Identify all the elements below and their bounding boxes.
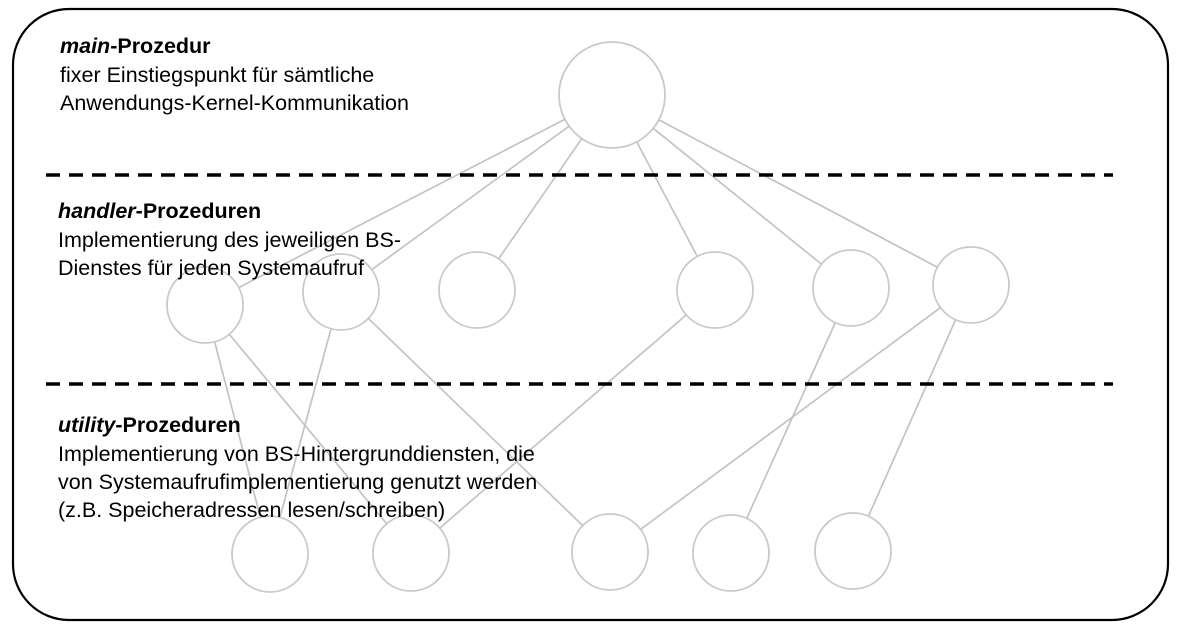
node-h5[interactable] <box>812 249 890 327</box>
section-utility-heading: utility-Prozeduren <box>58 412 537 439</box>
section-utility-keyword: utility <box>58 413 116 437</box>
section-main-line-1: fixer Einstiegspunkt für sämtliche <box>60 63 375 87</box>
section-handler-line-2: Dienstes für jeden Systemaufruf <box>58 256 364 280</box>
node-h6[interactable] <box>932 246 1010 324</box>
edge-h5-u4 <box>745 321 837 520</box>
edge-h2-u1 <box>279 327 332 519</box>
node-group <box>166 41 1010 593</box>
edge-h1-u1 <box>213 340 262 519</box>
edge-group <box>213 118 957 531</box>
section-utility-line-2: von Systemaufrufimplementierung genutzt … <box>58 470 538 494</box>
edge-h4-u2 <box>438 314 688 529</box>
edge-main-h5 <box>652 127 823 265</box>
section-utility-line-3: (z.B. Speicheradressen lesen/schreiben) <box>58 498 446 522</box>
section-main-heading: main-Prozedur <box>60 33 409 60</box>
section-main: main-Prozedur fixer Einstiegspunkt für s… <box>60 33 409 117</box>
node-main[interactable] <box>558 41 666 149</box>
edge-h2-u3 <box>367 317 584 527</box>
section-main-heading-suffix: -Prozedur <box>110 34 211 58</box>
edge-main-h3 <box>497 137 583 260</box>
divider-group <box>46 173 1113 386</box>
section-handler: handler-Prozeduren Implementierung des j… <box>58 198 401 282</box>
edge-h6-u5 <box>867 318 957 518</box>
edge-main-h4 <box>635 141 699 258</box>
node-u2[interactable] <box>372 514 450 592</box>
node-u1[interactable] <box>231 515 309 593</box>
node-u3[interactable] <box>571 513 649 591</box>
frame-outline <box>11 7 1170 622</box>
section-handler-line-1: Implementierung des jeweiligen BS- <box>58 228 401 252</box>
edge-main-h1 <box>237 118 566 289</box>
section-main-keyword: main <box>60 34 111 58</box>
section-main-line-2: Anwendungs-Kernel-Kommunikation <box>60 91 409 115</box>
section-handler-heading: handler-Prozeduren <box>58 198 401 225</box>
edge-h1-u2 <box>228 333 388 525</box>
edge-h6-u3 <box>639 306 942 531</box>
edge-main-h6 <box>657 118 939 269</box>
section-handler-keyword: handler <box>58 199 136 223</box>
section-utility-heading-suffix: -Prozeduren <box>115 413 241 437</box>
node-u4[interactable] <box>692 514 770 592</box>
node-h1[interactable] <box>166 266 244 344</box>
edge-main-h2 <box>370 125 570 271</box>
section-utility-line-1: Implementierung von BS-Hintergrunddienst… <box>58 442 535 466</box>
section-utility: utility-Prozeduren Implementierung von B… <box>58 412 537 524</box>
node-h4[interactable] <box>676 251 754 329</box>
node-h2[interactable] <box>302 253 380 331</box>
rounded-frame <box>11 7 1170 622</box>
node-h3[interactable] <box>438 251 516 329</box>
node-u5[interactable] <box>814 512 892 590</box>
section-handler-heading-suffix: -Prozeduren <box>135 199 262 223</box>
